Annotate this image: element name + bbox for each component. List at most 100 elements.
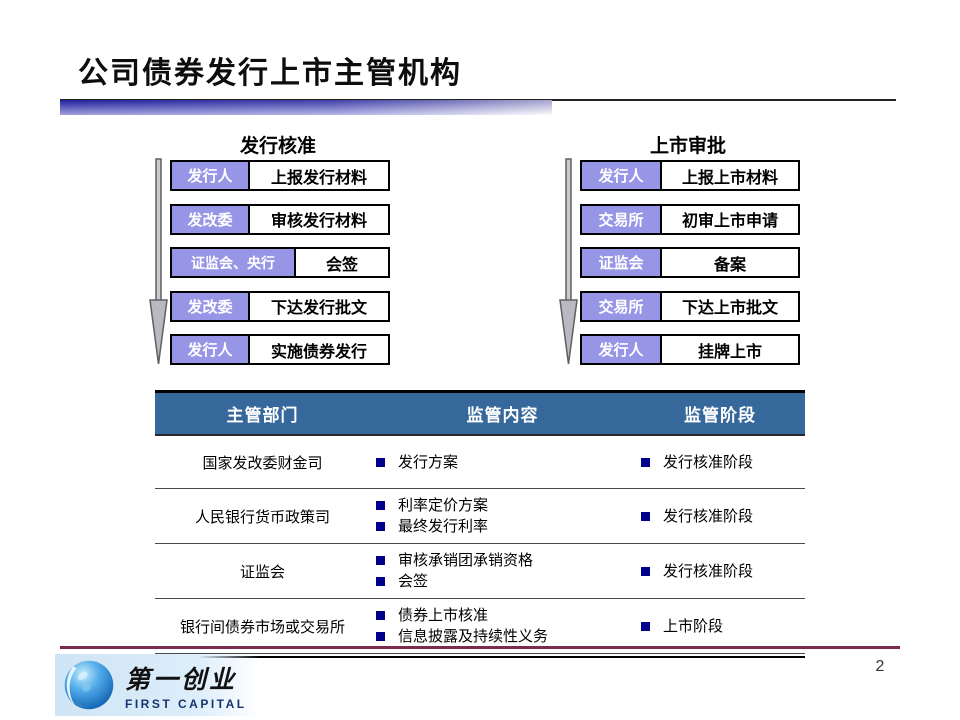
- bullet-square-icon: [376, 556, 385, 565]
- bullet-item: 发行核准阶段: [641, 561, 805, 582]
- bullet-item: 利率定价方案: [376, 495, 635, 516]
- flow-step-actor: 证监会: [582, 249, 662, 276]
- flowchart-issuance-steps: 发行人 上报发行材料 发改委 审核发行材料 证监会、央行 会签 发改委 下达发行…: [170, 160, 390, 378]
- flowchart-issuance-title: 发行核准: [239, 136, 316, 157]
- page-title: 公司债券发行上市主管机构: [78, 57, 462, 90]
- bullet-text: 发行核准阶段: [663, 507, 754, 525]
- bullet-text: 发行核准阶段: [663, 562, 754, 580]
- bullet-text: 发行核准阶段: [663, 453, 754, 471]
- title-gradient-bar: [60, 100, 552, 115]
- page-number: 2: [875, 658, 885, 675]
- bullet-item: 上市阶段: [641, 616, 805, 637]
- flow-step-actor: 发行人: [172, 336, 250, 363]
- content-cell: 发行方案: [370, 436, 635, 488]
- bullet-item: 会签: [376, 571, 635, 592]
- table-header-stage: 监管阶段: [684, 406, 756, 425]
- table-row: 人民银行货币政策司 利率定价方案 最终发行利率 发行核准阶段: [155, 489, 805, 544]
- department-cell: 国家发改委财金司: [202, 454, 323, 472]
- flow-step-action: 备案: [713, 256, 746, 274]
- bullet-text: 上市阶段: [663, 617, 724, 635]
- logo-chinese-name: 第一创业: [125, 666, 238, 694]
- flow-step-actor: 交易所: [582, 205, 662, 233]
- flow-step-action: 会签: [325, 256, 358, 274]
- flow-step-action: 下达发行批文: [270, 300, 367, 317]
- department-cell: 人民银行货币政策司: [194, 508, 330, 526]
- table-header-row: 主管部门 监管内容 监管阶段: [155, 390, 805, 436]
- bullet-square-icon: [641, 457, 650, 467]
- flow-step: 发行人 挂牌上市: [580, 334, 800, 365]
- bullet-text: 发行方案: [398, 453, 459, 471]
- bullet-item: 信息披露及持续性义务: [376, 626, 635, 647]
- footer-divider-line: [60, 646, 900, 649]
- flow-step-actor: 交易所: [582, 292, 662, 320]
- flow-step: 发行人 上报发行材料: [170, 160, 390, 191]
- flow-step-actor: 发行人: [582, 162, 662, 189]
- bullet-text: 债券上市核准: [398, 607, 489, 624]
- flow-step-actor: 发改委: [172, 292, 250, 320]
- regulators-table: 主管部门 监管内容 监管阶段 国家发改委财金司 发行方案 发行核准阶段 人民银行…: [155, 390, 805, 658]
- flow-step-action: 下达上市批文: [681, 300, 778, 317]
- bullet-text: 会签: [398, 573, 429, 590]
- bullet-square-icon: [376, 457, 385, 467]
- table-row: 证监会 审核承销团承销资格 会签 发行核准阶段: [155, 544, 805, 599]
- table-row: 银行间债券市场或交易所 债券上市核准 信息披露及持续性义务 上市阶段: [155, 599, 805, 654]
- bullet-text: 审核承销团承销资格: [398, 552, 534, 569]
- flow-step-actor: 发行人: [172, 162, 250, 189]
- bullet-square-icon: [376, 522, 385, 531]
- flow-step: 发改委 审核发行材料: [170, 203, 390, 235]
- bullet-item: 最终发行利率: [376, 516, 635, 537]
- flow-step-action: 挂牌上市: [697, 343, 762, 361]
- flow-step: 证监会、央行 会签: [170, 247, 390, 278]
- bullet-square-icon: [641, 621, 650, 631]
- bullet-text: 最终发行利率: [398, 518, 489, 535]
- bullet-square-icon: [376, 577, 385, 586]
- flow-step: 交易所 初审上市申请: [580, 203, 800, 235]
- content-cell: 利率定价方案 最终发行利率: [370, 489, 635, 543]
- bullet-square-icon: [376, 611, 385, 620]
- logo-text: 第一创业 FIRST CAPITAL: [125, 660, 247, 711]
- flow-step-actor: 发改委: [172, 205, 250, 233]
- bullet-text: 利率定价方案: [398, 497, 489, 514]
- stage-cell: 上市阶段: [635, 599, 805, 653]
- bullet-text: 信息披露及持续性义务: [398, 628, 549, 645]
- flow-step: 发行人 实施债券发行: [170, 334, 390, 365]
- department-cell: 证监会: [239, 563, 285, 581]
- flowchart-listing-title: 上市审批: [649, 136, 726, 157]
- flow-step: 发行人 上报上市材料: [580, 160, 800, 191]
- bullet-square-icon: [641, 566, 650, 576]
- arrow-down-icon: [149, 158, 168, 365]
- stage-cell: 发行核准阶段: [635, 489, 805, 543]
- table-bottom-border: [155, 656, 805, 658]
- arrow-down-icon: [559, 158, 578, 365]
- bullet-square-icon: [641, 511, 650, 521]
- department-cell: 银行间债券市场或交易所: [179, 618, 345, 636]
- flow-step-action: 实施债券发行: [270, 343, 367, 361]
- globe-logo-icon: [64, 660, 114, 710]
- flow-step: 证监会 备案: [580, 247, 800, 278]
- bullet-square-icon: [376, 632, 385, 641]
- company-logo: 第一创业 FIRST CAPITAL: [55, 654, 260, 716]
- bullet-item: 审核承销团承销资格: [376, 550, 635, 571]
- flow-step: 交易所 下达上市批文: [580, 290, 800, 322]
- flow-step: 发改委 下达发行批文: [170, 290, 390, 322]
- flow-step-action: 上报上市材料: [681, 169, 778, 187]
- bullet-square-icon: [376, 501, 385, 510]
- flow-step-action: 审核发行材料: [270, 213, 367, 230]
- table-row: 国家发改委财金司 发行方案 发行核准阶段: [155, 436, 805, 489]
- table-header-content: 监管内容: [466, 406, 539, 425]
- flowchart-listing-steps: 发行人 上报上市材料 交易所 初审上市申请 证监会 备案 交易所 下达上市批文 …: [580, 160, 800, 378]
- flow-step-actor: 发行人: [582, 336, 662, 363]
- content-cell: 审核承销团承销资格 会签: [370, 544, 635, 598]
- logo-english-name: FIRST CAPITAL: [125, 696, 247, 711]
- stage-cell: 发行核准阶段: [635, 544, 805, 598]
- flow-step-action: 初审上市申请: [681, 213, 778, 230]
- flow-step-action: 上报发行材料: [270, 169, 367, 187]
- bullet-item: 发行核准阶段: [641, 506, 805, 527]
- table-header-department: 主管部门: [226, 406, 299, 425]
- content-cell: 债券上市核准 信息披露及持续性义务: [370, 599, 635, 653]
- bullet-item: 发行方案: [376, 452, 635, 473]
- flow-step-actor: 证监会、央行: [172, 249, 296, 276]
- bullet-item: 债券上市核准: [376, 605, 635, 626]
- stage-cell: 发行核准阶段: [635, 436, 805, 488]
